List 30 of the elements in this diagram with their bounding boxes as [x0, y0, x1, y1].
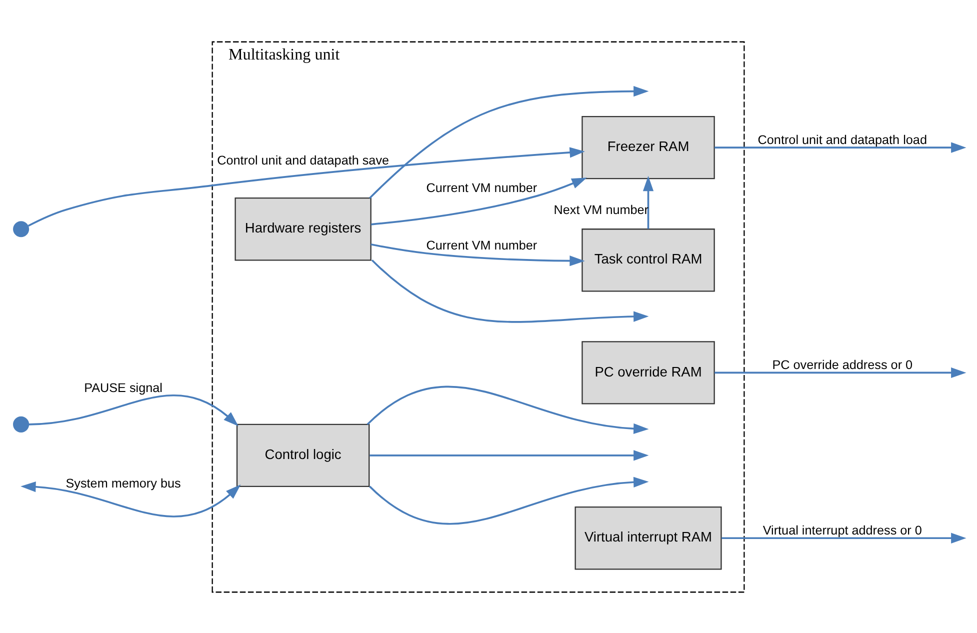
- edge-label: PC override address or 0: [772, 358, 912, 372]
- node-box: Virtual interrupt RAM: [574, 506, 722, 570]
- arrow: [369, 450, 648, 460]
- arrow: [20, 480, 240, 517]
- arrow: [720, 532, 966, 543]
- node-box: Control logic: [236, 423, 370, 486]
- edge-label: Control unit and datapath load: [757, 132, 926, 146]
- arrow: [28, 394, 238, 426]
- node-box: Task control RAM: [581, 228, 714, 292]
- edge-label: Current VM number: [426, 180, 537, 195]
- arrow: [714, 142, 966, 152]
- arrow: [642, 175, 654, 228]
- node-box: Freezer RAM: [581, 115, 714, 179]
- node-box: Hardware registers: [234, 197, 371, 260]
- edge-label: Control unit and datapath save: [216, 153, 389, 168]
- arrow: [370, 177, 586, 225]
- edge-label: PAUSE signal: [84, 380, 162, 395]
- edge-label: Virtual interrupt address or 0: [762, 522, 922, 537]
- edge-label: System memory bus: [65, 476, 180, 490]
- arrow: [366, 385, 648, 434]
- edge-label: Current VM number: [426, 238, 537, 252]
- arrow: [370, 242, 584, 266]
- arrow: [370, 258, 648, 322]
- node-box: PC override RAM: [581, 340, 714, 404]
- arrow: [368, 86, 648, 198]
- node-circle: [12, 416, 29, 432]
- node-circle: [12, 220, 29, 237]
- arrow: [714, 366, 966, 378]
- arrow: [368, 476, 648, 524]
- arrow: [27, 146, 584, 226]
